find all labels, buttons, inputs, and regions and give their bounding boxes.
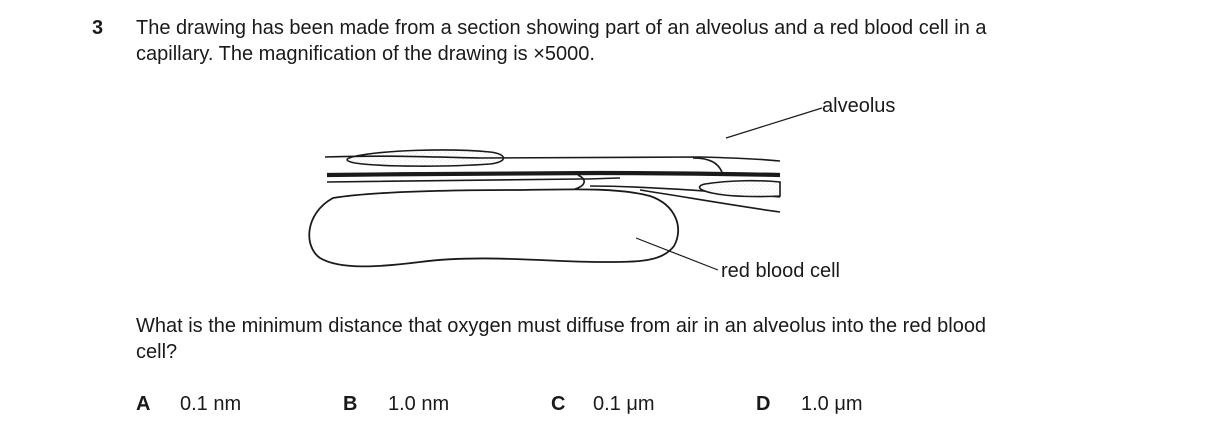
alveolar-wall-upper-line <box>324 155 781 162</box>
red-blood-cell <box>308 188 679 268</box>
red-blood-cell-leader-line <box>635 237 719 271</box>
option-d[interactable]: D 1.0 μm <box>756 391 863 417</box>
option-a-value: 0.1 nm <box>180 393 242 415</box>
basement-membrane <box>326 170 781 178</box>
alveolus-capillary-drawing <box>308 107 823 271</box>
option-c-letter: C <box>551 393 566 415</box>
label-red-blood-cell: red blood cell <box>721 260 840 282</box>
option-b-letter: B <box>343 393 358 415</box>
question-prompt: What is the minimum distance that oxygen… <box>136 313 1136 365</box>
alveolus-leader-line <box>725 107 823 139</box>
option-c[interactable]: C 0.1 μm <box>551 391 655 417</box>
label-alveolus: alveolus <box>822 95 896 117</box>
question-prompt-line-2: cell? <box>136 341 178 363</box>
alveolar-wall-bulge <box>692 157 723 173</box>
endothelium-junction <box>574 174 585 190</box>
question-stem-line-1: The drawing has been made from a section… <box>136 17 987 39</box>
option-a-letter: A <box>136 393 151 415</box>
question-prompt-line-1: What is the minimum distance that oxygen… <box>136 315 987 337</box>
option-d-value: 1.0 μm <box>801 393 863 415</box>
question-number: 3 <box>92 17 104 39</box>
option-c-value: 0.1 μm <box>593 393 655 415</box>
capillary-wall-line <box>326 177 621 183</box>
capillary-wall-right-lower <box>639 189 781 213</box>
question-stem: The drawing has been made from a section… <box>136 15 1136 67</box>
option-b-value: 1.0 nm <box>388 393 450 415</box>
option-b[interactable]: B 1.0 nm <box>343 391 449 417</box>
endothelial-nucleus <box>698 179 781 198</box>
question-stem-line-2: capillary. The magnification of the draw… <box>136 43 595 65</box>
option-a[interactable]: A 0.1 nm <box>136 391 241 417</box>
option-d-letter: D <box>756 393 771 415</box>
alveolar-nucleus <box>346 149 505 167</box>
